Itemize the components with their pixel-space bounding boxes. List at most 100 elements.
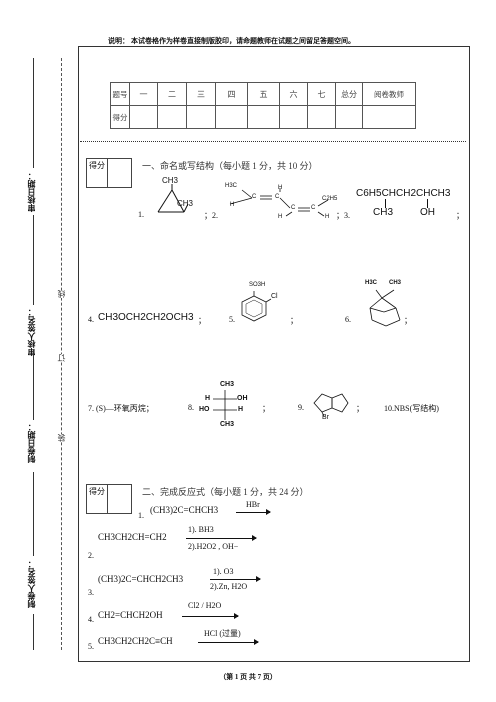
q5-benzene	[241, 291, 272, 322]
section1-title: 一、命名或写结构（每小题 1 分，共 10 分）	[142, 161, 318, 171]
q2-h-top: H	[278, 185, 283, 191]
q10-label: 10.NBS(写结构)	[384, 404, 439, 413]
q7-label: 7. (S)—环氧丙烷；	[88, 404, 154, 413]
q2-h-left: H	[230, 202, 235, 208]
r4-num: 4.	[88, 615, 94, 624]
r3-arrow	[210, 579, 260, 580]
r3-arrowhead	[256, 576, 261, 582]
q8-end: ；	[262, 404, 270, 413]
q8-top: CH3	[220, 381, 235, 388]
score-cell: 阅卷教师	[362, 82, 416, 106]
section2-title: 二、完成反应式（每小题 1 分，共 24 分）	[142, 487, 309, 497]
r5-arrowhead	[254, 639, 259, 645]
q2-label: ；2.	[204, 211, 218, 220]
q5-so3h: SO3H	[249, 282, 266, 288]
side-line	[33, 215, 34, 305]
q8-bottom: CH3	[220, 421, 235, 428]
q2-structure	[229, 188, 329, 217]
score-cell: 三	[186, 82, 216, 106]
q3-formula: C6H5CHCH2CHCH3	[356, 188, 451, 199]
q2-c1: C	[252, 194, 257, 200]
score-cell[interactable]	[307, 105, 336, 129]
side-label-review-date: 审核日期：	[27, 172, 36, 212]
score-cell[interactable]	[186, 105, 216, 129]
score-cell[interactable]	[157, 105, 187, 129]
separator-dotted	[80, 141, 466, 142]
q2-c2: C	[275, 194, 280, 200]
side-label-make-date: 制卷日期：	[27, 423, 36, 463]
r4-arrowhead	[234, 613, 239, 619]
r1-num: 1.	[138, 511, 144, 520]
r2-num: 2.	[88, 551, 94, 560]
q8-r2-right: H	[238, 406, 244, 413]
q8-fischer-lines	[213, 390, 237, 420]
exam-frame	[78, 46, 470, 662]
q8-r1-left: H	[205, 395, 211, 402]
score-cell[interactable]	[335, 105, 363, 129]
binding-mark-line: 线	[56, 290, 67, 298]
q8-r1-right: OH	[237, 395, 248, 402]
q5-end: ；	[290, 316, 298, 325]
r3-reagent1: 1). O3	[213, 567, 234, 576]
r2-reagent1: 1). BH3	[188, 525, 214, 534]
r2-arrow	[186, 538, 256, 539]
q2-c3: C	[291, 205, 296, 211]
q3-sub-oh: OH	[420, 207, 435, 218]
r4-substrate: CH2=CHCH2OH	[98, 610, 163, 620]
score-cell: 六	[279, 82, 308, 106]
section2-score-label: 得分	[87, 485, 108, 513]
q8-label: 8.	[188, 403, 194, 412]
r5-reagent: HCl (过量)	[204, 629, 241, 638]
r1-arrow	[236, 512, 270, 513]
r5-substrate: CH3CH2CH2C≡CH	[98, 636, 173, 646]
q5-cl: Cl	[271, 293, 278, 300]
r2-arrowhead	[252, 535, 257, 541]
side-line	[33, 614, 34, 650]
q3-label: ；3.	[336, 211, 350, 220]
q6-end: ；	[404, 316, 412, 325]
q5-label: 5.	[229, 315, 235, 324]
side-line	[33, 472, 34, 556]
r4-arrow	[182, 616, 238, 617]
score-cell: 题号	[110, 82, 130, 106]
q9-end: ；	[356, 404, 364, 413]
q2-h-bottom: H	[278, 214, 283, 220]
q2-h3c: H3C	[225, 183, 238, 189]
side-line	[33, 58, 34, 168]
score-cell[interactable]	[279, 105, 308, 129]
score-cell[interactable]	[247, 105, 280, 129]
q8-r2-left: HO	[199, 406, 210, 413]
score-cell: 五	[247, 82, 280, 106]
r2-substrate: CH3CH2CH=CH2	[98, 532, 167, 542]
score-cell: 总分	[335, 82, 363, 106]
q6-label: 6.	[345, 315, 351, 324]
r3-num: 3.	[88, 588, 94, 597]
r5-arrow	[198, 642, 258, 643]
score-cell[interactable]	[362, 105, 416, 129]
q1-ch3-right: CH3	[177, 199, 194, 208]
side-line	[33, 350, 34, 420]
page-number: （第 1 页 共 7 页）	[219, 673, 277, 681]
q2-c4: C	[311, 205, 316, 211]
score-table: 题号 一 二 三 四 五 六 七 总分 阅卷教师 得分	[110, 82, 416, 129]
q6-bicyclic-structure	[369, 289, 401, 327]
r3-reagent2: 2).Zn, H2O	[210, 582, 248, 591]
side-label-maker: 制卷人签名：	[27, 560, 36, 608]
q1-structure	[157, 184, 189, 213]
r2-reagent2: 2).H2O2 , OH−	[188, 542, 239, 551]
score-cell: 得分	[110, 105, 130, 129]
r3-substrate: (CH3)2C=CHCH2CH3	[98, 574, 184, 584]
q2-h-right: H	[325, 214, 330, 220]
q6-h3c: H3C	[365, 280, 378, 286]
r1-reagent: HBr	[246, 500, 260, 509]
score-cell[interactable]	[215, 105, 248, 129]
score-cell[interactable]	[129, 105, 158, 129]
q9-label: 9.	[298, 403, 304, 412]
exam-note: 说明： 本试卷格作为样卷直接制版胶印，请命题教师在试题之间留足答题空间。	[108, 38, 355, 45]
r1-substrate: (CH3)2C=CHCH3	[150, 505, 219, 515]
q4-label: 4.	[88, 315, 94, 324]
q4-end: ；	[198, 316, 206, 325]
score-cell: 二	[157, 82, 187, 106]
q6-ch3: CH3	[389, 280, 402, 286]
side-label-reviewer: 审核人签名：	[27, 308, 36, 356]
